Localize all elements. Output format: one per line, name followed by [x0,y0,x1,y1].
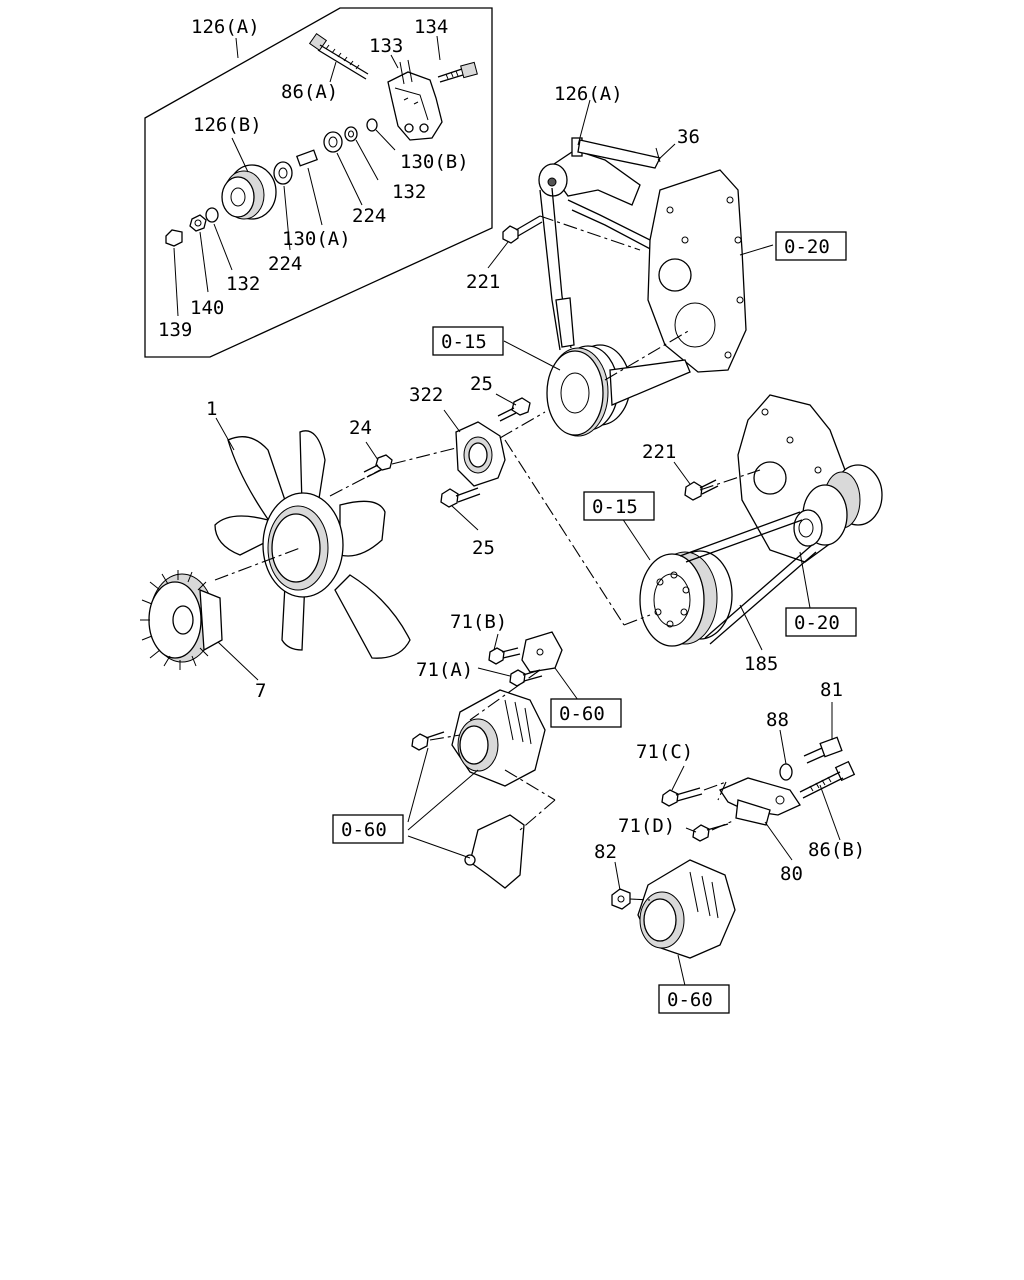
label-133: 133 [369,35,403,57]
washer-130b-icon [366,118,378,132]
ref-0-15-upper-text: 0-15 [441,331,487,353]
water-pump-pulley-icon [793,464,883,547]
fan-hub-322-icon [455,421,506,487]
alternator-upper-icon [451,689,546,787]
bearing-224-upper-icon [323,131,343,153]
label-130a: 130(A) [282,228,351,250]
cap-139-icon [165,229,183,247]
label-139: 139 [158,319,192,341]
timing-cover-upper-icon [647,169,747,373]
tensioner-bracket-133-icon [387,59,443,141]
washer-88-icon [779,763,793,781]
label-71c: 71(C) [636,741,693,763]
bearing-224-lower-icon [273,161,293,185]
label-132-lower: 132 [226,273,260,295]
fan-clutch-7-icon [140,570,223,670]
alternator-lower-icon [637,859,736,959]
ref-0-20-upper-text: 0-20 [784,236,830,258]
bolt-81-icon [803,736,843,764]
label-71b: 71(B) [450,611,507,633]
bolt-25-upper-icon [497,397,531,422]
v-belt-185-icon [679,511,817,645]
label-1: 1 [206,398,217,420]
label-24: 24 [349,417,372,439]
label-130b: 130(B) [400,151,469,173]
label-36: 36 [677,126,700,148]
label-82: 82 [594,841,617,863]
bolt-24-icon [363,454,393,478]
alternator-bracket-upper-icon [521,631,563,673]
label-126a-top: 126(A) [191,16,260,38]
bolt-86a-icon [308,32,369,80]
label-88: 88 [766,709,789,731]
inset-leaders [173,35,441,317]
label-86b: 86(B) [808,839,865,861]
bolt-221-lower-icon [684,479,719,501]
label-71d: 71(D) [618,815,675,837]
ref-box-0-15-upper[interactable]: 0-15 [432,326,504,356]
ref-box-0-60-upper[interactable]: 0-60 [550,698,622,728]
spacer-130a-icon [295,149,319,167]
main-leaders [215,99,841,991]
label-134: 134 [414,16,448,38]
idler-pulley-126b-icon [221,164,277,220]
ref-box-0-60-middle[interactable]: 0-60 [332,814,404,844]
bolt-86b-icon [799,760,856,799]
nut-82-icon [611,888,631,910]
ref-box-0-60-lower[interactable]: 0-60 [658,984,730,1014]
crankshaft-pulley-upper-icon [546,344,691,437]
detail-inset-frame [144,7,493,358]
bolt-71c-icon [661,787,703,807]
label-322: 322 [409,384,443,406]
ref-box-0-20-lower[interactable]: 0-20 [785,607,857,637]
nut-140-icon [189,214,207,232]
label-140: 140 [190,297,224,319]
bolt-0-60-icon [411,731,445,751]
cooling-fan-1-icon [214,430,411,659]
bolt-25-lower-icon [440,487,481,508]
label-126a-mid: 126(A) [554,83,623,105]
ref-box-0-15-lower[interactable]: 0-15 [583,491,655,521]
bolt-71b-icon [488,647,521,665]
bolt-134-icon [437,61,478,83]
bolt-221-upper-icon [502,215,543,244]
label-185: 185 [744,653,778,675]
ref-0-20-lower-text: 0-20 [794,612,840,634]
ref-box-0-20-upper[interactable]: 0-20 [775,231,847,261]
seal-132-lower-icon [205,207,219,223]
label-224-upper: 224 [352,205,386,227]
label-221-upper: 221 [466,271,500,293]
center-lines [214,215,761,901]
label-25-upper: 25 [470,373,493,395]
label-80: 80 [780,863,803,885]
seal-132-upper-icon [344,126,358,142]
label-86a: 86(A) [281,81,338,103]
label-7: 7 [255,680,266,702]
ref-0-60-lower-text: 0-60 [667,989,713,1011]
tensioner-arm-assembly-icon [538,137,661,206]
ref-0-60-middle-text: 0-60 [341,819,387,841]
crankshaft-pulley-lower-icon [639,550,733,647]
alternator-bracket-lower-icon [464,814,525,889]
adjusting-plate-80-icon [719,777,801,826]
label-25-lower: 25 [472,537,495,559]
label-224-lower: 224 [268,253,302,275]
label-126b: 126(B) [193,114,262,136]
bolt-71d-icon [692,823,729,842]
label-221-lower: 221 [642,441,676,463]
ref-0-15-lower-text: 0-15 [592,496,638,518]
label-71a: 71(A) [416,659,473,681]
label-81: 81 [820,679,843,701]
label-132-upper: 132 [392,181,426,203]
ref-0-60-upper-text: 0-60 [559,703,605,725]
